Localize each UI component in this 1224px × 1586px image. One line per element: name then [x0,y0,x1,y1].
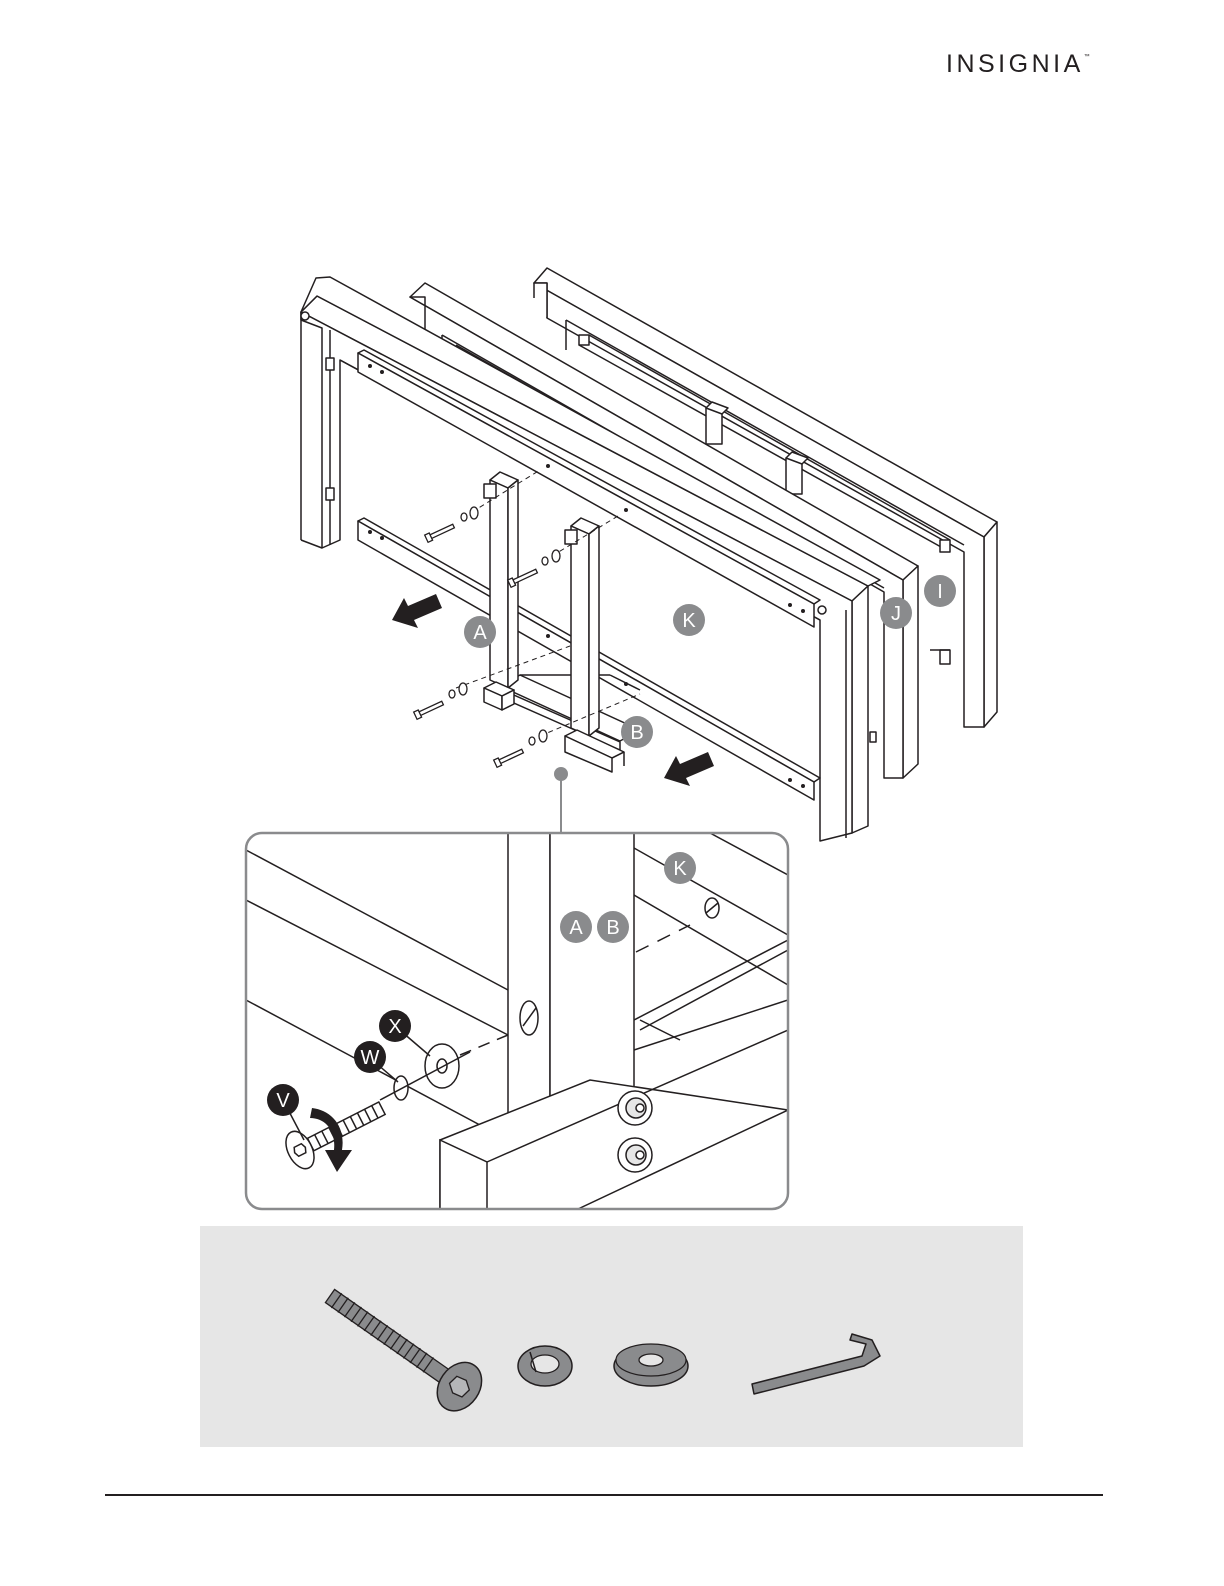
detail-callout-w: W [354,1041,386,1073]
callout-j: J [880,597,912,629]
detail-callout-k-label: K [673,858,687,880]
detail-leader [554,767,568,832]
callout-k-label: K [682,610,696,632]
hardware-panel [200,1226,1023,1447]
detail-callout-v: V [267,1084,299,1116]
callout-j-label: J [891,603,901,625]
callout-a-label: A [473,622,487,644]
callout-i: I [924,575,956,607]
callout-b: B [621,716,653,748]
callout-k: K [673,604,705,636]
callout-b-label: B [630,722,643,744]
lock-washer-icon [518,1346,572,1386]
detail-callout-a-label: A [569,917,583,939]
callout-a: A [464,616,496,648]
footer-rule [105,1494,1103,1496]
arrow-right-icon [664,752,714,786]
detail-callout-b-label: B [606,917,619,939]
detail-callout-k: K [664,852,696,884]
detail-view: K A B X W V [246,833,788,1209]
detail-callout-x-label: X [388,1016,401,1038]
detail-callout-b: B [597,911,629,943]
arrow-left-icon [392,594,442,628]
detail-callout-a: A [560,911,592,943]
detail-callout-v-label: V [276,1090,290,1112]
detail-callout-x: X [379,1010,411,1042]
callout-i-label: I [937,581,943,603]
flat-washer-icon [614,1344,688,1386]
detail-callout-w-label: W [361,1047,380,1069]
